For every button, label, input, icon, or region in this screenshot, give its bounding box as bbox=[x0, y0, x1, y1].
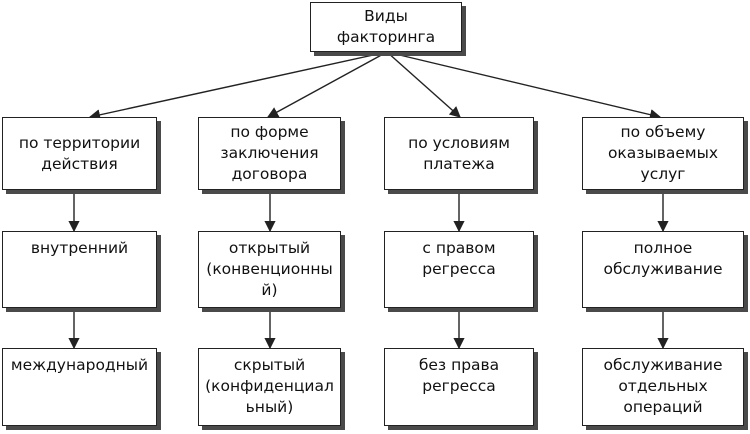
type-partial-service: обслуживание отдельных операций bbox=[582, 348, 744, 426]
category-service-volume-label: по объему оказываемых услуг bbox=[607, 123, 719, 183]
category-contract-form: по форме заключения договора bbox=[198, 117, 341, 190]
arrow-root-to-contract-form bbox=[267, 51, 388, 118]
type-internal: внутренний bbox=[2, 231, 157, 308]
category-territory: по территории действия bbox=[2, 117, 157, 190]
arrow-root-to-territory bbox=[88, 51, 388, 121]
arrow-root-to-service-volume bbox=[386, 51, 662, 121]
type-hidden: скрытый (конфиденциал ьный) bbox=[198, 348, 341, 426]
category-payment-terms-label: по условиям платежа bbox=[408, 133, 510, 173]
type-with-recourse-label: с правом регресса bbox=[422, 239, 496, 278]
type-open-label: открытый (конвенционны й) bbox=[206, 239, 333, 299]
type-open: открытый (конвенционны й) bbox=[198, 231, 341, 308]
type-full-service-label: полное обслуживание bbox=[603, 239, 723, 278]
type-international: международный bbox=[2, 348, 157, 426]
category-contract-form-label: по форме заключения договора bbox=[220, 123, 319, 183]
type-partial-service-label: обслуживание отдельных операций bbox=[603, 356, 723, 416]
type-without-recourse-label: без права регресса bbox=[418, 356, 500, 395]
type-without-recourse: без права регресса bbox=[384, 348, 534, 426]
type-full-service: полное обслуживание bbox=[582, 231, 744, 308]
type-internal-label: внутренний bbox=[30, 239, 129, 257]
root-label: Виды факторинга bbox=[336, 7, 436, 46]
type-with-recourse: с правом регресса bbox=[384, 231, 534, 308]
type-hidden-label: скрытый (конфиденциал ьный) bbox=[205, 356, 334, 416]
root-node: Виды факторинга bbox=[310, 2, 462, 52]
category-service-volume: по объему оказываемых услуг bbox=[582, 117, 744, 190]
category-payment-terms: по условиям платежа bbox=[384, 117, 534, 190]
arrow-root-to-payment-terms bbox=[386, 51, 461, 118]
type-international-label: международный bbox=[10, 356, 149, 374]
category-territory-label: по территории действия bbox=[18, 133, 141, 173]
